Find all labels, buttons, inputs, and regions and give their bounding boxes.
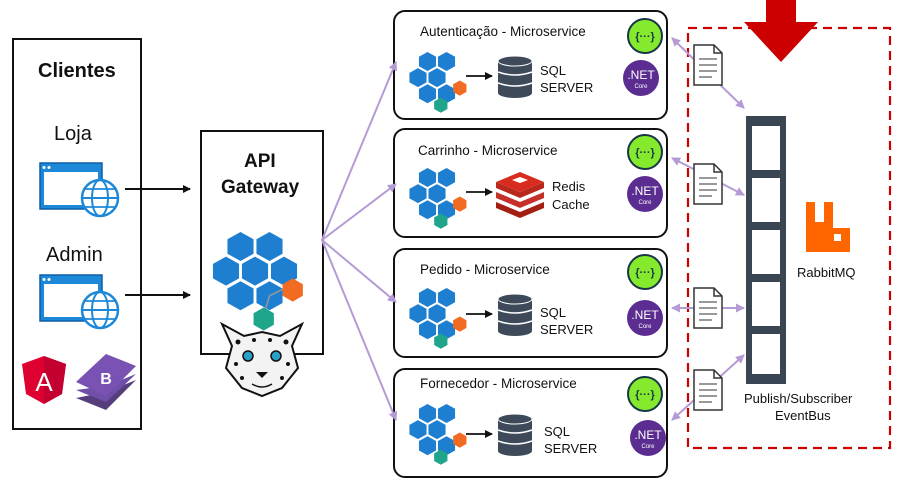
client-label-admin: Admin (46, 244, 103, 266)
microservice-title-carrinho: Carrinho - Microservice (418, 143, 558, 158)
svg-text:Core: Core (638, 200, 652, 206)
angular-logo-icon: A (22, 356, 66, 404)
document-icon (693, 163, 723, 205)
storage-label-fornecedor-line2: SERVER (544, 441, 598, 456)
gateway-title-line2: Gateway (221, 177, 300, 198)
swagger-icon: {···} (627, 376, 663, 412)
hexagon-cluster-icon (409, 404, 467, 465)
svg-text:{···}: {···} (635, 267, 655, 279)
svg-text:Core: Core (641, 444, 655, 450)
bootstrap-glyph: B (100, 371, 112, 388)
svg-text:Core: Core (638, 324, 652, 330)
database-cylinder-icon (497, 293, 533, 336)
svg-text:{···}: {···} (635, 147, 655, 159)
hexagon-cluster-icon (409, 288, 467, 349)
globe-icon (80, 178, 120, 218)
dotnet-core-icon: .NET Core (627, 300, 663, 336)
rabbitmq-label: RabbitMQ (797, 265, 856, 280)
incoming-red-arrow (744, 0, 818, 62)
database-cylinder-icon (497, 55, 533, 98)
document-icon (693, 287, 723, 329)
svg-text:.NET: .NET (634, 428, 662, 442)
clients-title: Clientes (38, 60, 116, 82)
storage-label-autenticacao-line2: SERVER (540, 80, 594, 95)
angular-glyph: A (35, 367, 53, 397)
storage-label-carrinho-line1: Redis (552, 179, 586, 194)
arrow-gateway-to-pedido (321, 239, 397, 303)
swagger-icon: {···} (627, 254, 663, 290)
svg-text:.NET: .NET (631, 308, 659, 322)
swagger-icon: {···} (627, 134, 663, 170)
hexagon-cluster-icon (409, 168, 467, 229)
database-cylinder-icon (497, 413, 533, 456)
rabbitmq-area (686, 26, 892, 450)
swagger-icon: {···} (627, 18, 663, 54)
storage-label-carrinho-line2: Cache (552, 197, 590, 212)
svg-text:.NET: .NET (627, 68, 655, 82)
storage-label-pedido-line2: SERVER (540, 322, 594, 337)
storage-label-pedido-line1: SQL (540, 305, 567, 320)
eventbus-label-line1: Publish/Subscriber (744, 391, 853, 406)
microservice-title-fornecedor: Fornecedor - Microservice (420, 376, 577, 391)
svg-text:Core: Core (634, 84, 648, 90)
arrow-gateway-to-autenticacao (321, 61, 398, 241)
microservice-title-pedido: Pedido - Microservice (420, 262, 550, 277)
eventbus-queue (746, 116, 786, 384)
client-label-loja: Loja (54, 123, 92, 145)
document-icon (693, 369, 723, 411)
arrow-gateway-to-carrinho (321, 183, 397, 241)
dotnet-core-icon: .NET Core (623, 60, 659, 96)
leopard-mascot-icon (219, 321, 305, 398)
eventbus-label-line2: EventBus (775, 408, 831, 423)
microservice-title-autenticacao: Autenticação - Microservice (420, 24, 586, 39)
storage-label-autenticacao-line1: SQL (540, 63, 567, 78)
gateway-title-line1: API (244, 151, 276, 172)
dotnet-core-icon: .NET Core (630, 420, 666, 456)
svg-text:.NET: .NET (631, 184, 659, 198)
redis-icon (496, 172, 544, 218)
svg-text:{···}: {···} (635, 389, 655, 401)
storage-label-fornecedor-line1: SQL (544, 424, 571, 439)
svg-text:{···}: {···} (635, 31, 655, 43)
globe-icon (80, 290, 120, 330)
hexagon-cluster-icon (212, 232, 303, 331)
arrow-gateway-to-fornecedor (321, 239, 398, 421)
hexagon-cluster-icon (409, 52, 467, 113)
document-icon (693, 44, 723, 86)
bootstrap-logo-icon: B (76, 354, 136, 410)
dotnet-core-icon: .NET Core (627, 176, 663, 212)
